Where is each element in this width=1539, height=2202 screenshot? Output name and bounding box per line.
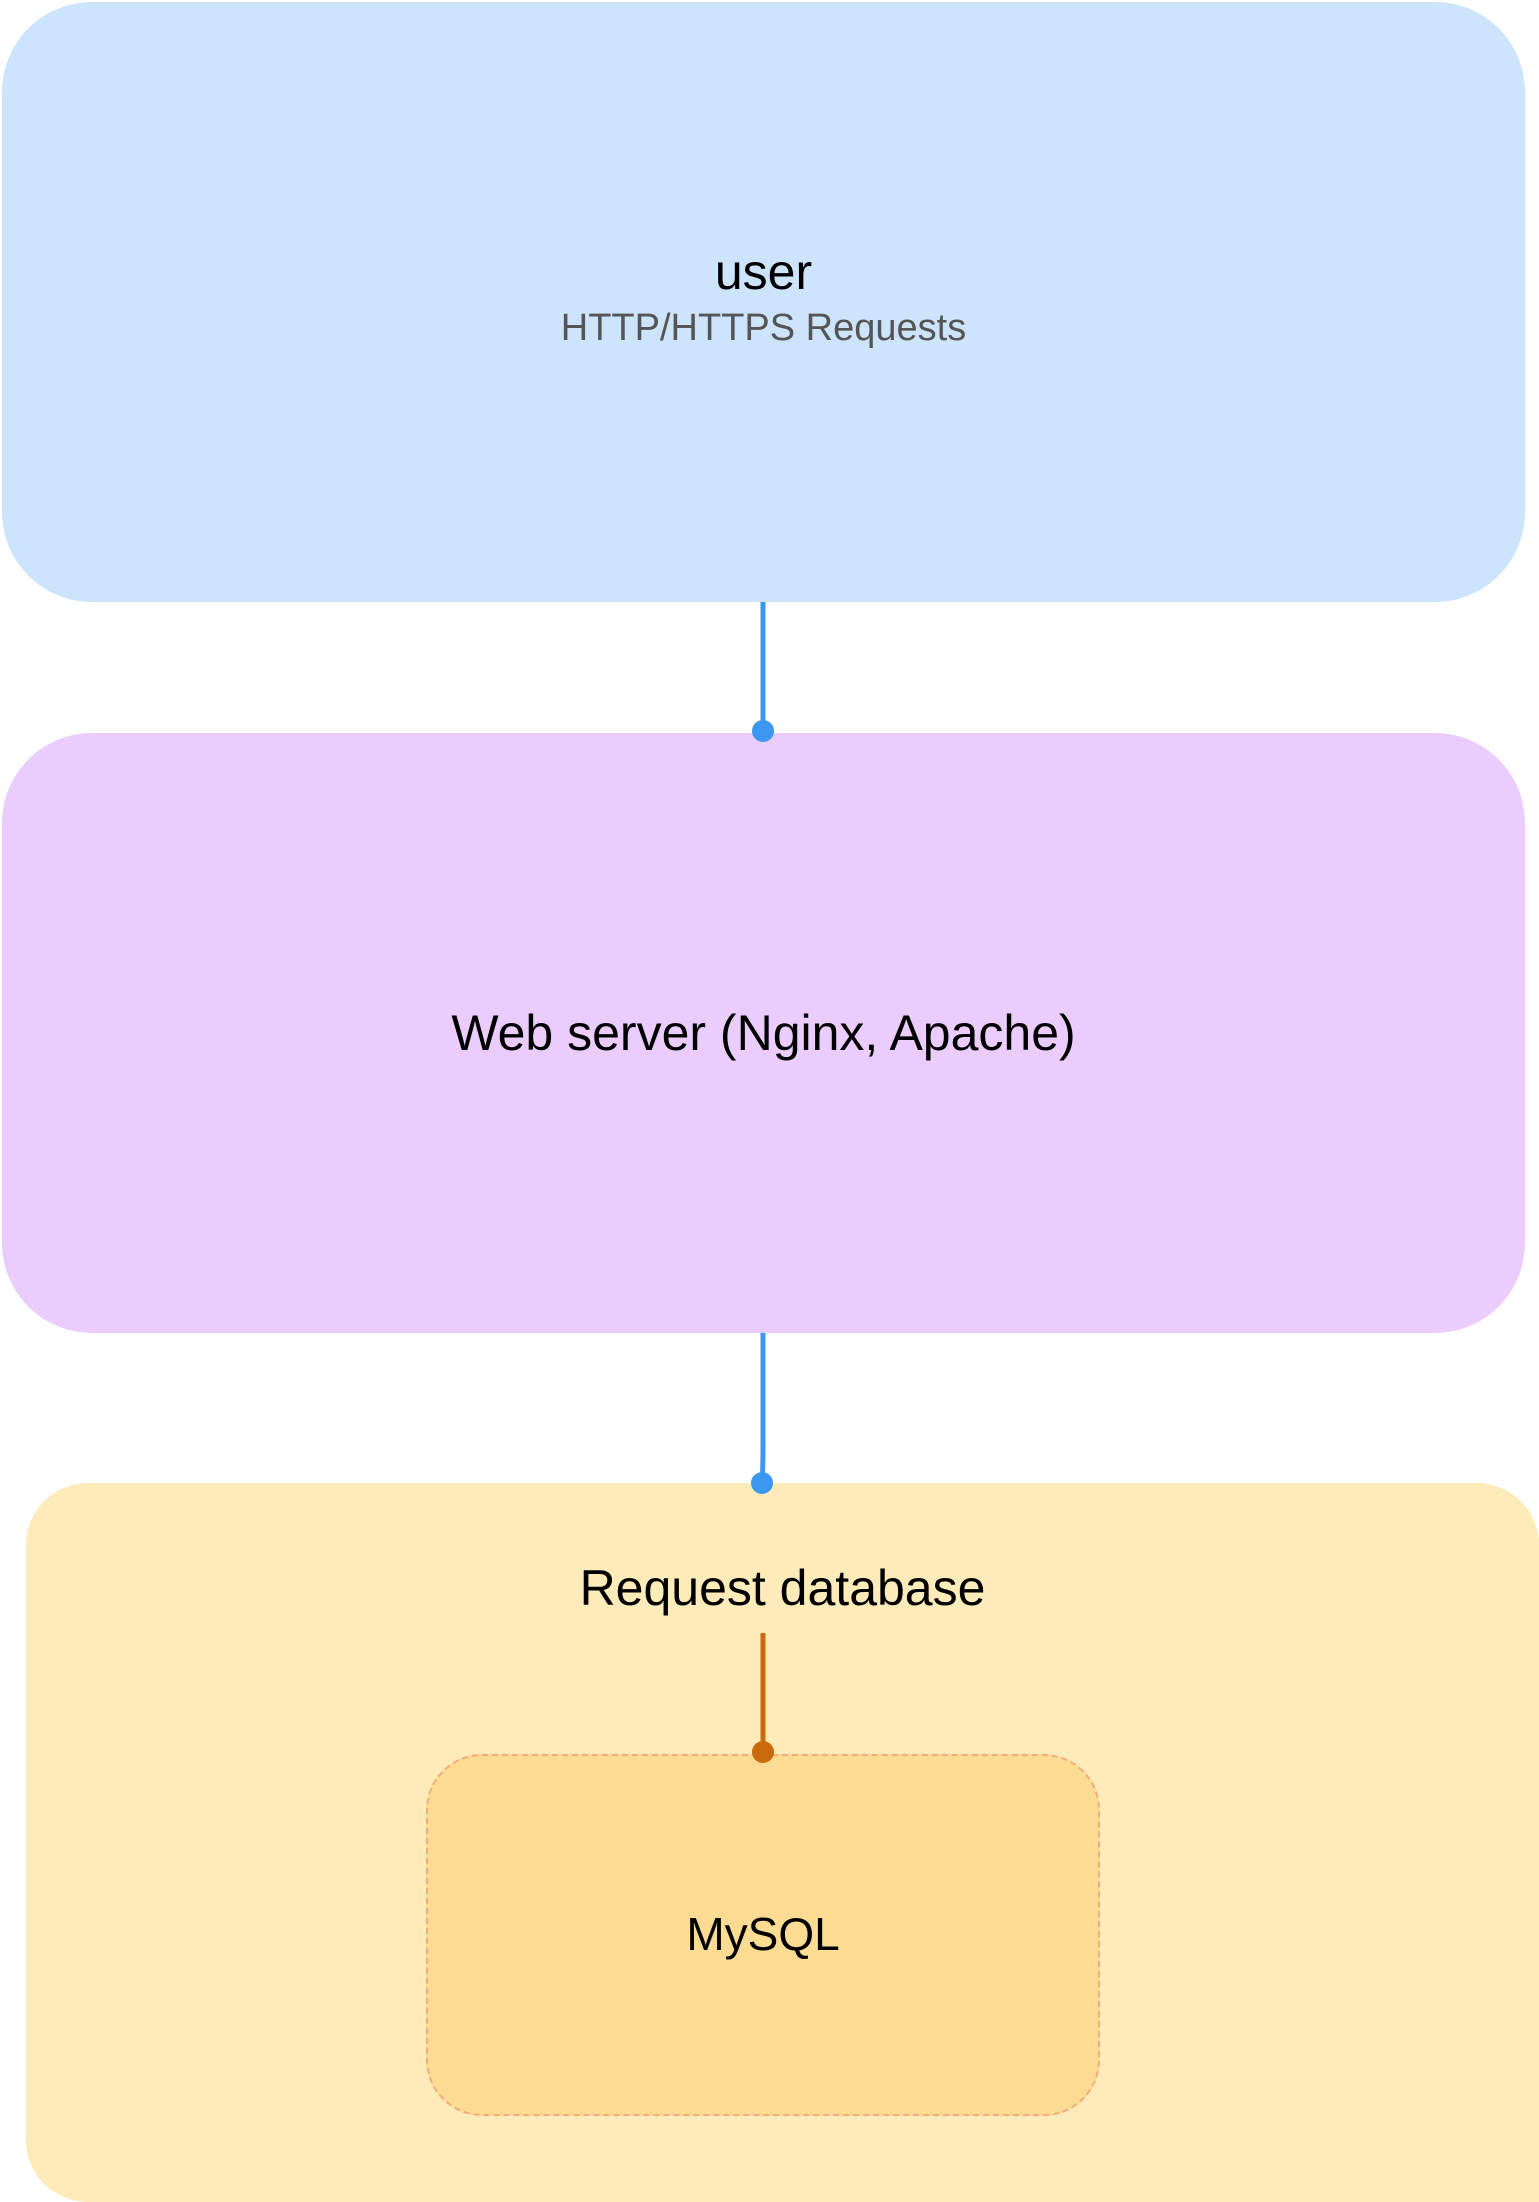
mysql-node[interactable]: MySQL <box>426 1754 1100 2116</box>
edge-web-server-to-request-database <box>751 1333 773 1494</box>
user-node-subtitle: HTTP/HTTPS Requests <box>560 307 967 349</box>
user-node[interactable]: user HTTP/HTTPS Requests <box>2 2 1525 602</box>
web-server-node[interactable]: Web server (Nginx, Apache) <box>2 733 1525 1333</box>
mysql-node-title: MySQL <box>686 1908 840 1961</box>
web-server-node-title: Web server (Nginx, Apache) <box>451 1005 1076 1061</box>
edge-line <box>759 1333 766 1484</box>
user-node-title: user <box>714 244 813 300</box>
edge-user-to-web-server <box>752 602 774 742</box>
request-database-node-title: Request database <box>579 1560 986 1616</box>
